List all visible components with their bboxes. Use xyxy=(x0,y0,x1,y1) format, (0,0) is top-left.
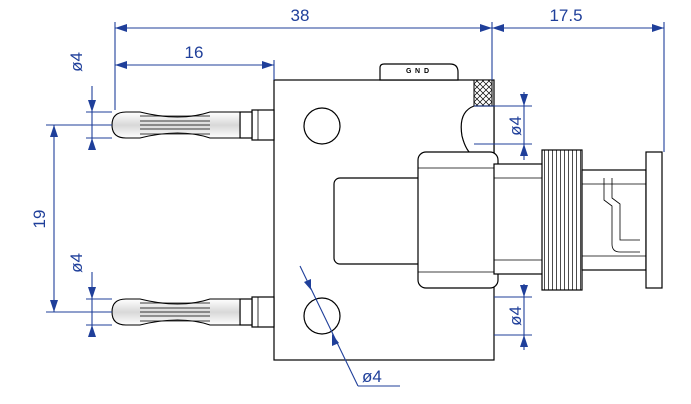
adapter-body: G N D xyxy=(273,63,499,361)
gnd-label: G N D xyxy=(406,68,429,75)
banana-plug-bottom xyxy=(111,296,275,328)
dimension-mount-hole-dia: ø4 xyxy=(299,265,400,387)
bnc-boss xyxy=(417,151,499,289)
dimension-overall-length: 38 xyxy=(114,6,493,110)
dim-label-hole-lower: ø4 xyxy=(506,306,525,326)
bnc-end-flange xyxy=(645,151,663,289)
dimension-hole-dia-lower: ø4 xyxy=(494,284,532,350)
svg-text:D: D xyxy=(424,68,429,75)
dimension-plug-dia-top: ø4 xyxy=(67,52,112,150)
dimension-hole-dia-upper: ø4 xyxy=(474,92,532,160)
svg-text:G: G xyxy=(406,68,412,75)
dim-label-17-5: 17.5 xyxy=(549,6,582,25)
banana-plug-top xyxy=(111,109,275,141)
bnc-connector xyxy=(493,149,663,291)
svg-text:N: N xyxy=(415,68,420,75)
dimension-bnc-length: 17.5 xyxy=(492,6,665,152)
dim-label-mount-hole: ø4 xyxy=(362,367,382,386)
mount-hole-upper xyxy=(303,107,341,145)
gnd-tab xyxy=(379,63,459,81)
dim-label-plug-bottom: ø4 xyxy=(67,253,86,273)
dim-label-38: 38 xyxy=(291,6,310,25)
dim-label-19: 19 xyxy=(30,210,49,229)
dimension-plug-dia-bottom: ø4 xyxy=(67,253,112,337)
hatched-insert xyxy=(473,79,493,107)
dim-label-plug-top: ø4 xyxy=(67,52,86,72)
dimension-plug-length: 16 xyxy=(115,43,275,80)
knurled-nut xyxy=(541,149,583,291)
dimension-plug-spacing: 19 xyxy=(30,124,112,313)
dim-label-16: 16 xyxy=(185,43,204,62)
bayonet-slot xyxy=(603,178,640,253)
body-notch xyxy=(460,105,495,157)
dim-label-hole-upper: ø4 xyxy=(506,116,525,136)
mount-hole-lower xyxy=(303,297,341,335)
